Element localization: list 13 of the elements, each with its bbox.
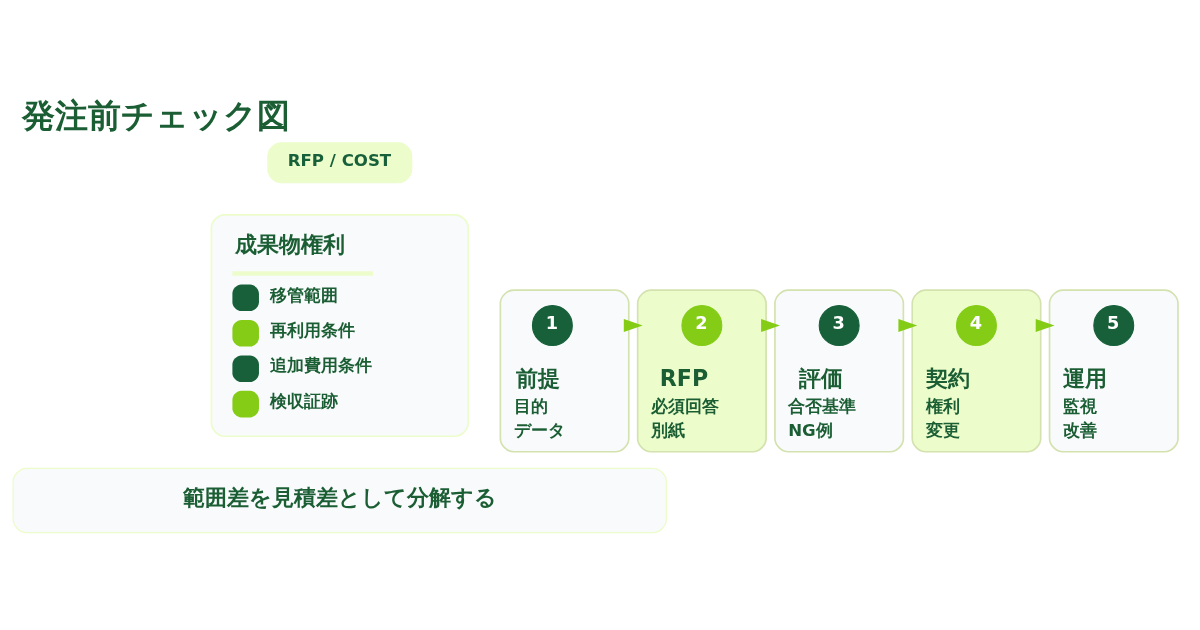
node-circle: 3: [818, 305, 860, 346]
node-circle: 5: [1093, 305, 1135, 346]
diagram-title: 発注前チェック図: [22, 96, 291, 136]
node-circle: 2: [681, 305, 723, 346]
node-box: 成果物権利 移管範囲 再利用条件 追加費用条件 検収証跡: [210, 213, 470, 438]
arrow: [1035, 318, 1055, 333]
node-box: 範囲差を見積差として分解する: [12, 467, 668, 534]
node-box: RFP / COST: [267, 142, 413, 184]
arrow: [623, 318, 643, 333]
node-circle: 1: [531, 305, 573, 346]
node-circle: 4: [955, 305, 997, 346]
arrow: [898, 318, 918, 333]
arrow: [761, 318, 780, 333]
